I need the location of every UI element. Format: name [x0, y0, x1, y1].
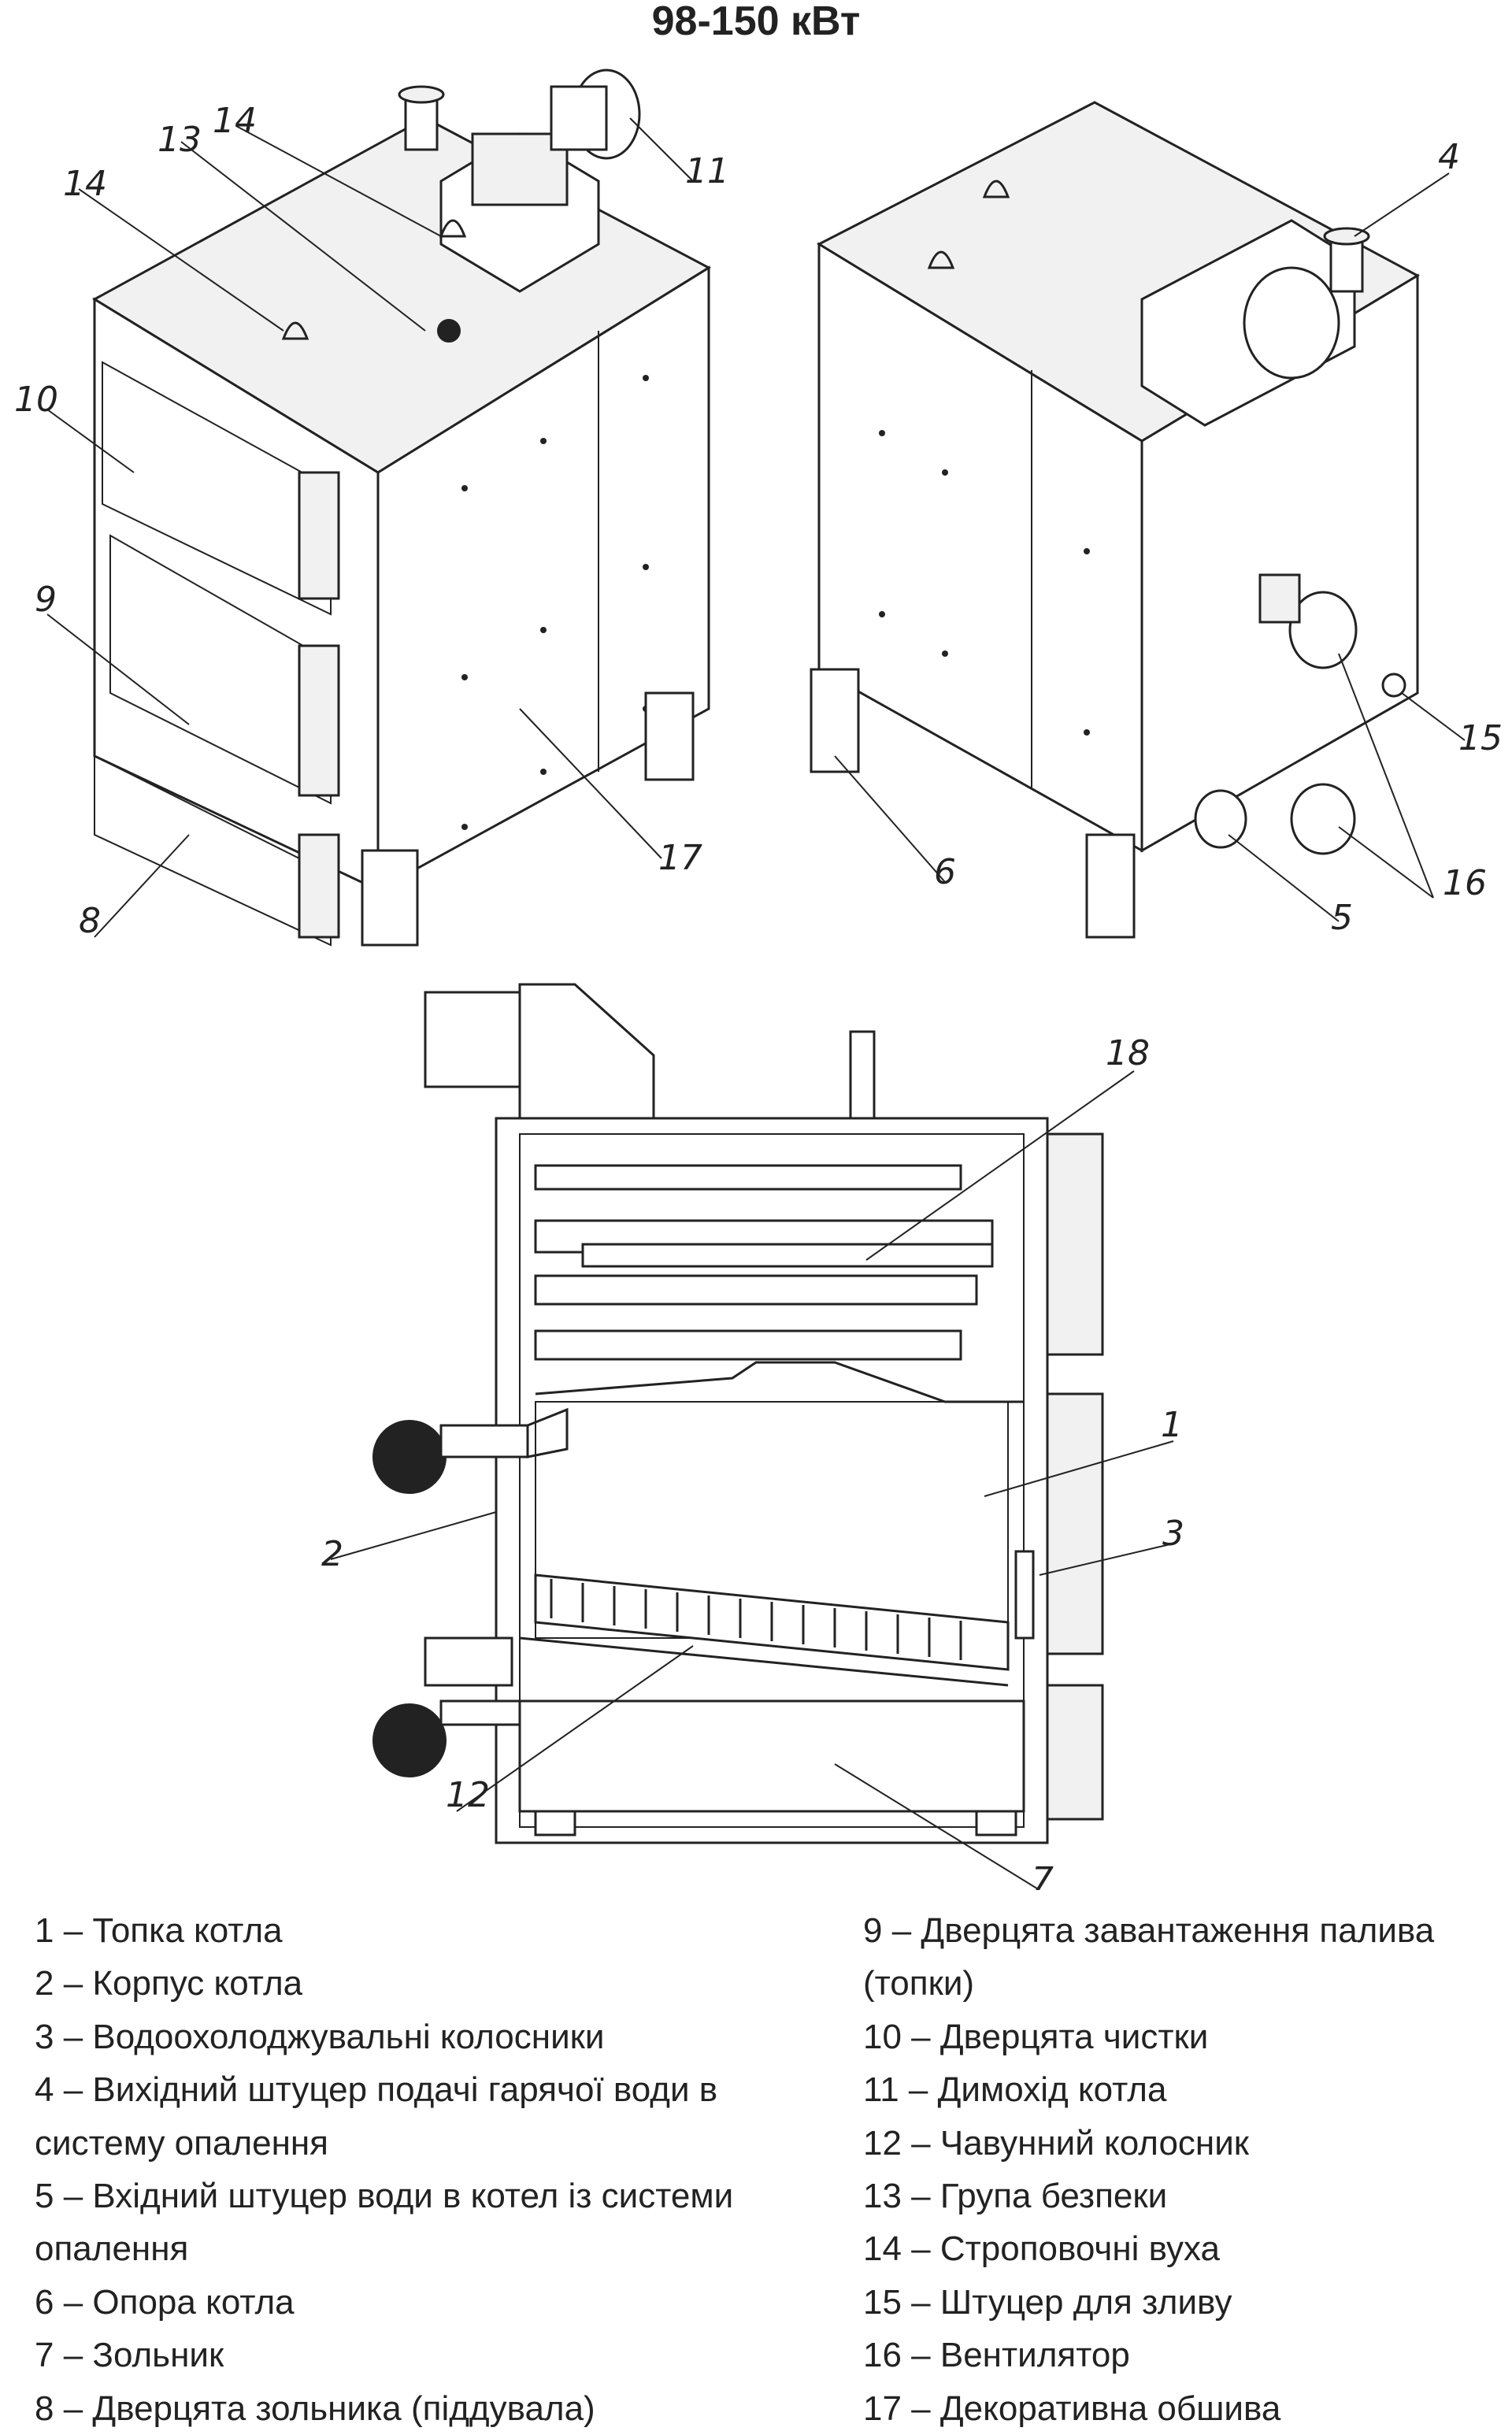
callout-1: 1 [1161, 1405, 1183, 1445]
legend-item: 14 – Строповочні вуха [863, 2229, 1221, 2269]
callout-16: 16 [1443, 863, 1487, 903]
callout-17: 17 [658, 838, 702, 878]
callout-4: 4 [1438, 137, 1460, 177]
callout-18: 18 [1106, 1033, 1150, 1073]
callout-10: 10 [14, 380, 58, 420]
callout-3: 3 [1162, 1514, 1184, 1554]
callout-12: 12 [446, 1775, 490, 1815]
legend-item: 8 – Дверцята зольника (піддувала) [35, 2389, 595, 2428]
callout-11: 11 [685, 151, 729, 191]
legend-item: 10 – Дверцята чистки [863, 2017, 1209, 2056]
callout-14-left: 14 [63, 164, 107, 204]
callout-13: 13 [158, 120, 202, 160]
legend-item: 12 – Чавунний колосник [863, 2123, 1250, 2163]
callout-6: 6 [934, 852, 956, 892]
legend-item: 9 – Дверцята завантаження палива (топки) [863, 1911, 1435, 2003]
boiler-back-view [810, 101, 1421, 939]
legend-item: 11 – Димохід котла [863, 2070, 1167, 2110]
callout-7: 7 [1032, 1860, 1054, 1890]
legend-item: 2 – Корпус котла [35, 1964, 303, 2003]
callout-5: 5 [1331, 898, 1353, 938]
legend-item: 17 – Декоративна обшива [863, 2389, 1281, 2428]
legend-item: 6 – Опора котла [35, 2282, 295, 2322]
legend-item: 5 – Вхідний штуцер води в котел із систе… [35, 2177, 734, 2269]
boiler-front-view [92, 69, 712, 947]
legend-item: 3 – Водоохолоджувальні колосники [35, 2017, 605, 2056]
callout-9: 9 [35, 580, 57, 620]
legend-item: 13 – Група безпеки [863, 2177, 1168, 2216]
legend-right-column: 9 – Дверцята завантаження палива (топки)… [863, 1904, 1493, 2435]
legend-item: 1 – Топка котла [35, 1911, 283, 1950]
legend-item: 7 – Зольник [35, 2336, 224, 2375]
page-title: 98-150 кВт [651, 0, 861, 44]
boiler-section-view [372, 983, 1104, 1844]
legend-left-column: 1 – Топка котла 2 – Корпус котла 3 – Вод… [35, 1904, 822, 2435]
legend-item: 15 – Штуцер для зливу [863, 2282, 1232, 2322]
callout-8: 8 [79, 901, 101, 941]
legend-item: 16 – Вентилятор [863, 2336, 1130, 2375]
callout-2: 2 [321, 1534, 343, 1574]
leader-lines [46, 117, 1466, 1890]
boiler-diagram: 14 13 14 11 10 9 8 17 4 15 16 5 6 18 1 3… [14, 69, 1503, 1890]
callout-15: 15 [1458, 718, 1503, 758]
legend-item: 4 – Вихідний штуцер подачі гарячої води … [35, 2070, 718, 2163]
callout-14-top: 14 [213, 101, 257, 141]
